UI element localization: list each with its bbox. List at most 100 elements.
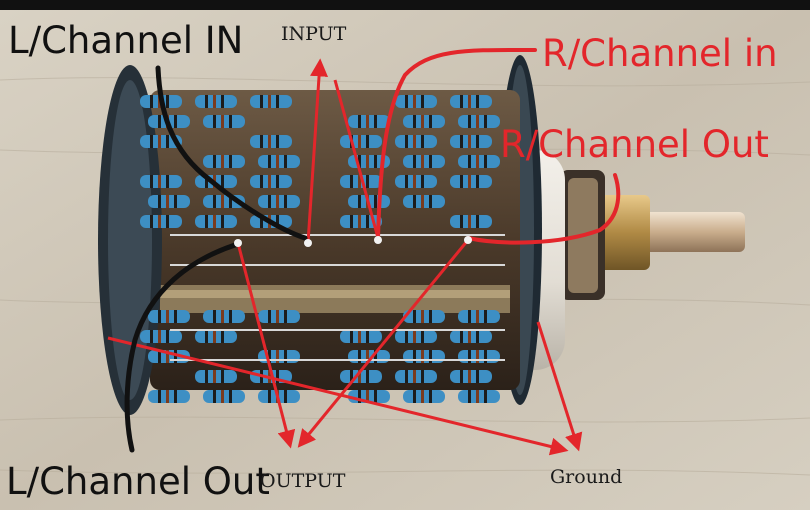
resistor-band — [484, 310, 487, 323]
resistor-band — [358, 215, 361, 228]
resistor-band — [460, 330, 463, 343]
resistor-band — [276, 215, 279, 228]
resistor-band — [268, 195, 271, 208]
resistor-band — [484, 155, 487, 168]
resistor-band — [205, 175, 208, 188]
resistor-band — [150, 175, 153, 188]
resistor-band — [284, 155, 287, 168]
resistor-band — [476, 155, 479, 168]
resistor-band — [366, 330, 369, 343]
resistor-band — [213, 195, 216, 208]
resistor-band — [366, 350, 369, 363]
resistor-band — [205, 370, 208, 383]
resistor-band — [213, 155, 216, 168]
resistor-band — [421, 175, 424, 188]
resistor-band — [229, 115, 232, 128]
resistor-band — [174, 310, 177, 323]
resistor-band — [405, 135, 408, 148]
resistor-band — [166, 310, 169, 323]
resistor-band — [366, 175, 369, 188]
resistor-band — [366, 215, 369, 228]
resistor-band — [221, 195, 224, 208]
resistor-band — [358, 390, 361, 403]
resistor-band — [421, 195, 424, 208]
resistor-band — [166, 195, 169, 208]
resistor-band — [229, 195, 232, 208]
resistor-band — [260, 215, 263, 228]
resistor-band — [221, 390, 224, 403]
resistor-band — [268, 390, 271, 403]
resistor-band — [476, 390, 479, 403]
resistor-band — [284, 310, 287, 323]
resistor-band — [429, 390, 432, 403]
resistor-band — [276, 155, 279, 168]
resistor-band — [260, 95, 263, 108]
resistor-band — [405, 95, 408, 108]
resistor-band — [284, 390, 287, 403]
resistor-band — [174, 350, 177, 363]
resistor-band — [276, 95, 279, 108]
resistor-band — [158, 115, 161, 128]
resistor-band — [358, 330, 361, 343]
left-channel-out-label: L/Channel Out — [6, 460, 270, 503]
resistor-band — [421, 115, 424, 128]
right-channel-out-label: R/Channel Out — [500, 123, 769, 166]
resistor-band — [260, 175, 263, 188]
resistor-band — [350, 330, 353, 343]
resistor-band — [276, 175, 279, 188]
resistor-band — [374, 390, 377, 403]
resistor-band — [468, 350, 471, 363]
resistor-band — [413, 155, 416, 168]
resistor-band — [268, 350, 271, 363]
resistor-band — [421, 370, 424, 383]
resistor-band — [476, 370, 479, 383]
resistor-band — [229, 310, 232, 323]
resistor-band — [158, 390, 161, 403]
resistor-band — [268, 155, 271, 168]
resistor-band — [350, 175, 353, 188]
resistor-band — [213, 310, 216, 323]
resistor-band — [276, 310, 279, 323]
resistor-band — [429, 310, 432, 323]
resistor-band — [268, 175, 271, 188]
resistor-band — [366, 135, 369, 148]
resistor-band — [374, 195, 377, 208]
resistor-band — [221, 330, 224, 343]
resistor-band — [421, 310, 424, 323]
resistor-band — [221, 370, 224, 383]
resistor-band — [476, 95, 479, 108]
resistor-band — [166, 175, 169, 188]
resistor-band — [460, 175, 463, 188]
resistor-band — [476, 115, 479, 128]
resistor-band — [150, 215, 153, 228]
resistor-band — [276, 135, 279, 148]
resistor-band — [421, 155, 424, 168]
resistor-band — [166, 350, 169, 363]
resistor-band — [358, 350, 361, 363]
resistor-band — [150, 95, 153, 108]
resistor-band — [413, 175, 416, 188]
resistor-band — [213, 390, 216, 403]
resistor-band — [284, 195, 287, 208]
resistor-band — [374, 350, 377, 363]
resistor-band — [358, 115, 361, 128]
resistor-band — [374, 155, 377, 168]
resistor-band — [468, 310, 471, 323]
resistor-band — [276, 195, 279, 208]
resistor-band — [221, 95, 224, 108]
resistor-band — [460, 95, 463, 108]
resistor-band — [276, 350, 279, 363]
resistor-band — [468, 330, 471, 343]
resistor-band — [421, 95, 424, 108]
resistor-band — [158, 195, 161, 208]
resistor-band — [413, 135, 416, 148]
resistor-band — [476, 215, 479, 228]
resistor-band — [429, 155, 432, 168]
input-top-label: INPUT — [281, 23, 347, 45]
resistor-band — [484, 350, 487, 363]
resistor-band — [205, 330, 208, 343]
resistor-band — [150, 330, 153, 343]
resistor-band — [158, 135, 161, 148]
resistor-band — [221, 115, 224, 128]
resistor-band — [476, 175, 479, 188]
